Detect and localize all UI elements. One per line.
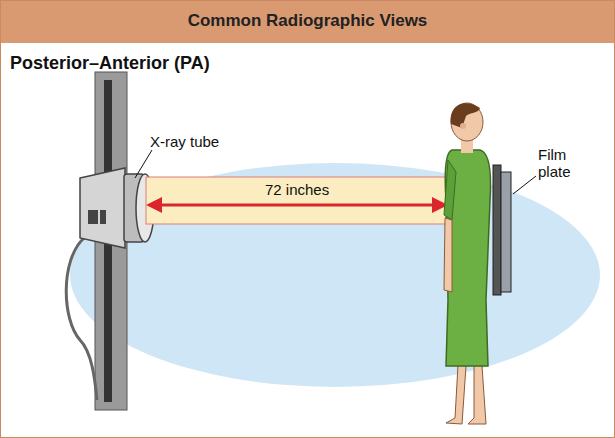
distance-arrow <box>158 204 436 207</box>
tube-switch <box>100 210 106 224</box>
floor-ellipse <box>70 163 600 387</box>
film-plate-back <box>501 172 511 292</box>
tube-switch <box>88 210 98 224</box>
film-plate <box>493 165 501 295</box>
dimension-label: 72 inches <box>265 181 329 198</box>
arm <box>444 218 452 292</box>
tube-housing <box>80 168 125 248</box>
cable <box>66 238 97 400</box>
head <box>451 103 483 141</box>
leader-line <box>513 176 536 194</box>
legs <box>446 365 486 424</box>
title: Common Radiographic Views <box>0 11 615 31</box>
xray-beam <box>146 177 448 224</box>
part-label: X-ray tube <box>150 133 219 150</box>
view-heading: Posterior–Anterior (PA) <box>10 53 210 74</box>
ear <box>460 123 466 129</box>
hair <box>451 103 480 128</box>
arrowhead <box>146 197 162 213</box>
part-label: Film plate <box>538 146 588 180</box>
header-band <box>1 1 614 43</box>
sleeve <box>444 160 456 220</box>
leader-line <box>135 150 152 178</box>
